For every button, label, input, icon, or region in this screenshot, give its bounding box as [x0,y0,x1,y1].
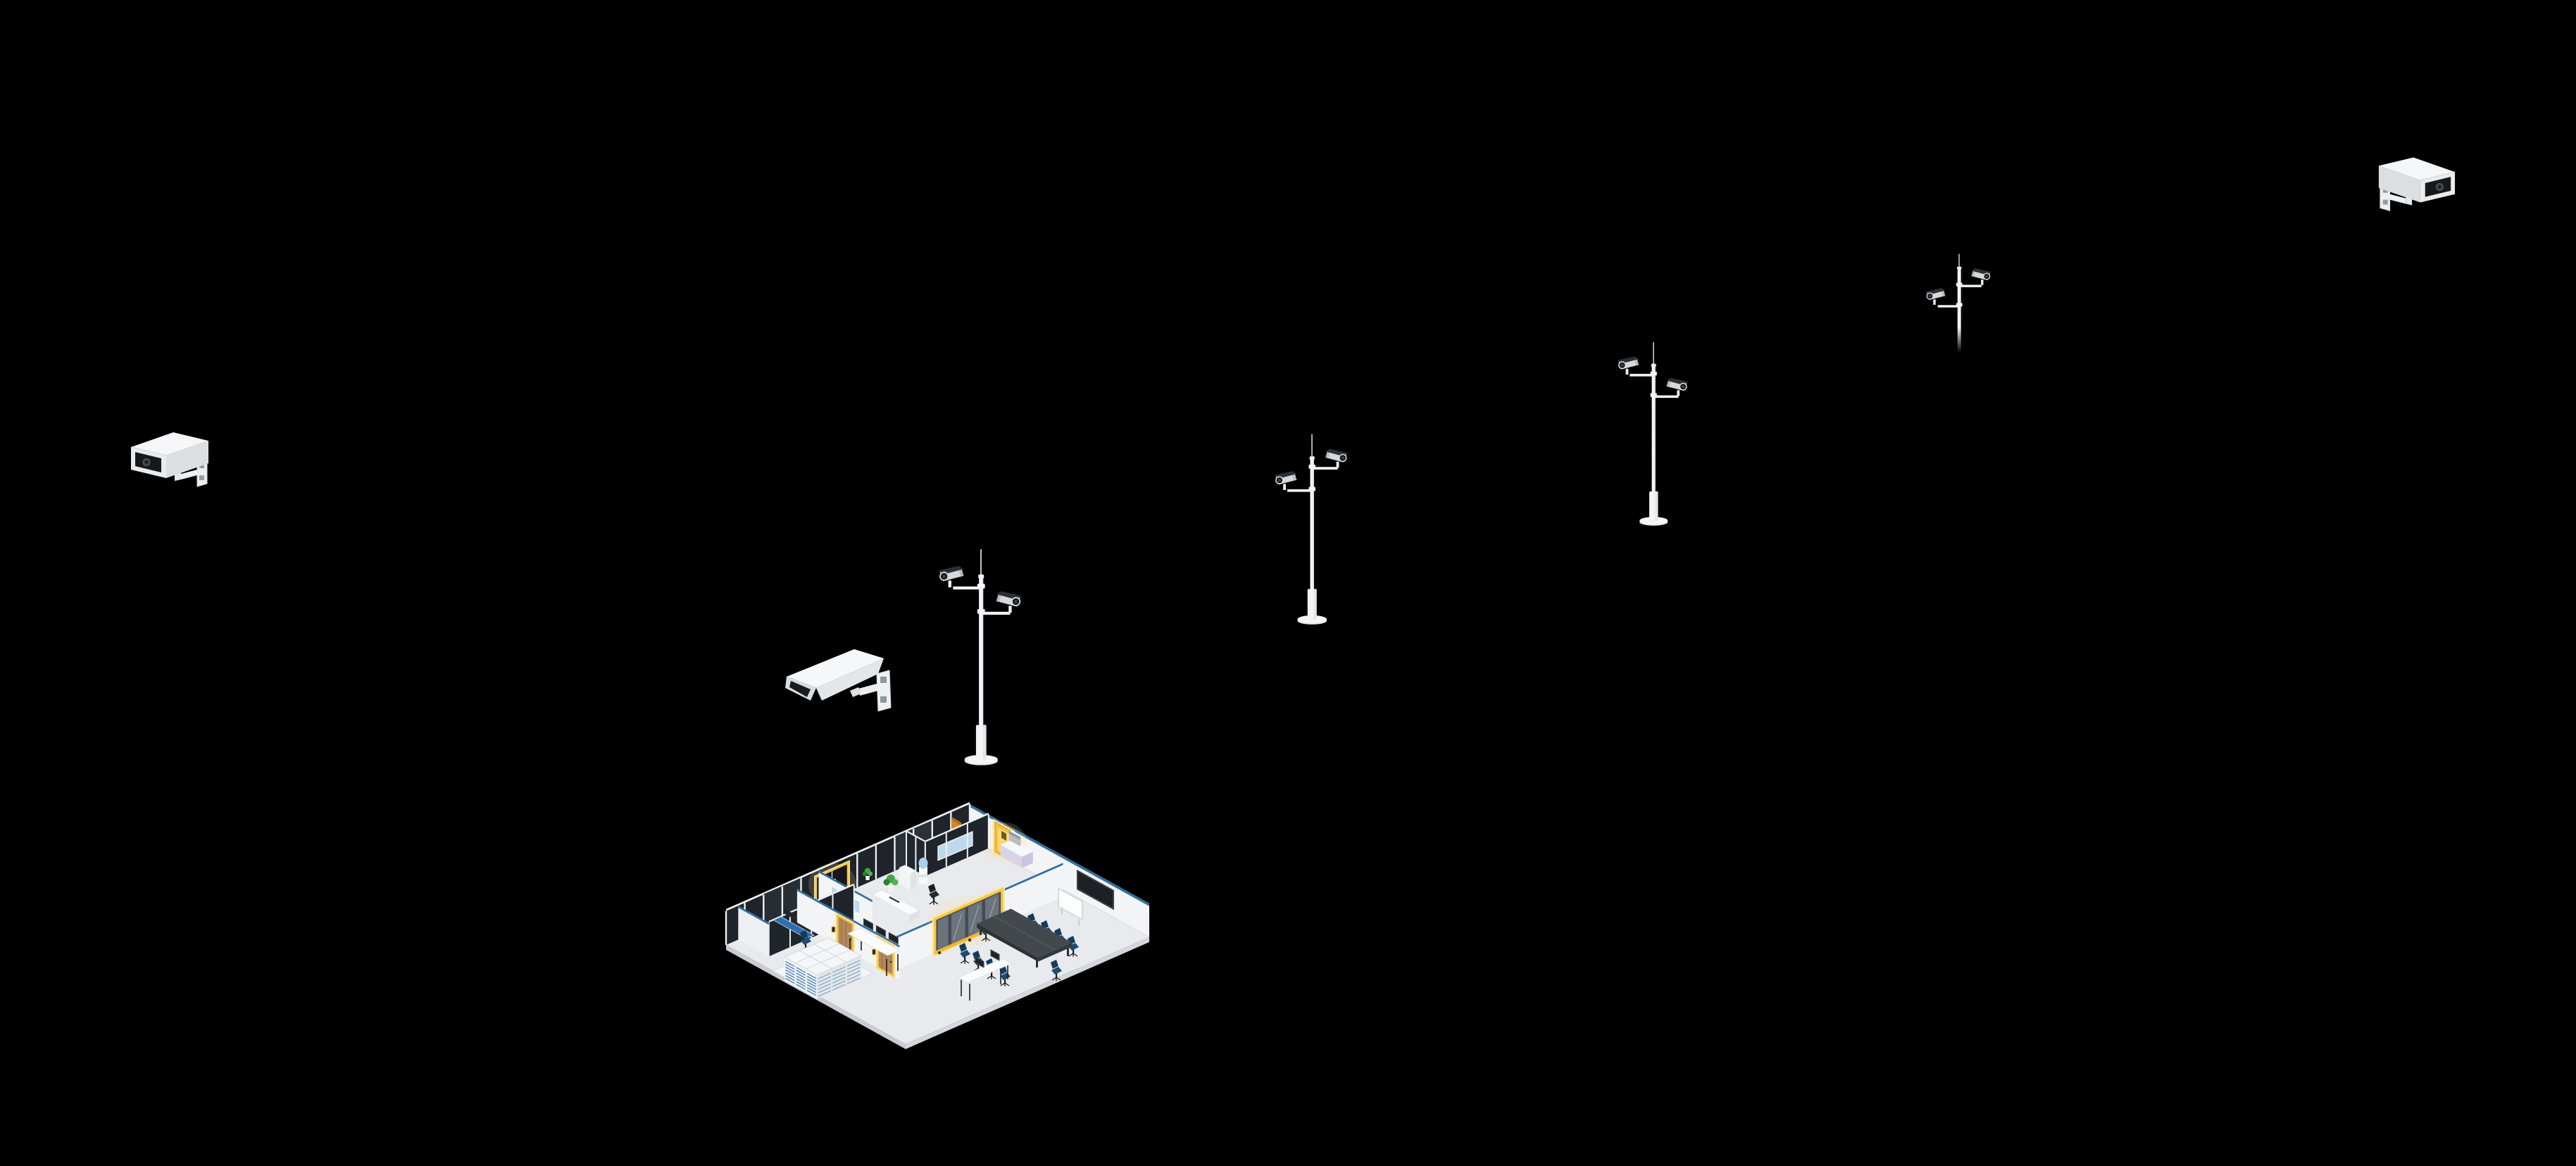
office-building [725,802,1149,1049]
work-bench [847,917,901,976]
server-racks [784,937,862,999]
card-reader-partition-2 [937,950,942,955]
server-room [772,937,874,999]
glass-cabin [906,813,989,877]
potted-plant-small [862,867,873,880]
water-cooler [918,858,928,884]
fridge [899,865,916,890]
printer [1009,834,1020,846]
reception [871,883,940,922]
whiteboard [1058,887,1083,926]
camera-pole-4 [1924,253,1994,356]
camera-pole-2 [1273,428,1351,634]
wall-camera-right [2378,156,2456,212]
card-reader-door-2 [871,948,877,955]
card-reader-partition-1 [967,937,973,943]
bullet-camera-large [784,648,892,712]
office-monitor-1 [784,908,792,918]
card-reader-door-1 [831,926,836,933]
potted-plant-large [883,874,899,891]
conference-table [977,908,1073,967]
printer-sideboard [1000,829,1033,868]
wall-camera-left [130,432,209,487]
side-bench [957,949,1013,1001]
wall-tv [1077,869,1114,910]
camera-pole-1 [937,549,1025,769]
camera-pole-3 [1616,340,1691,531]
